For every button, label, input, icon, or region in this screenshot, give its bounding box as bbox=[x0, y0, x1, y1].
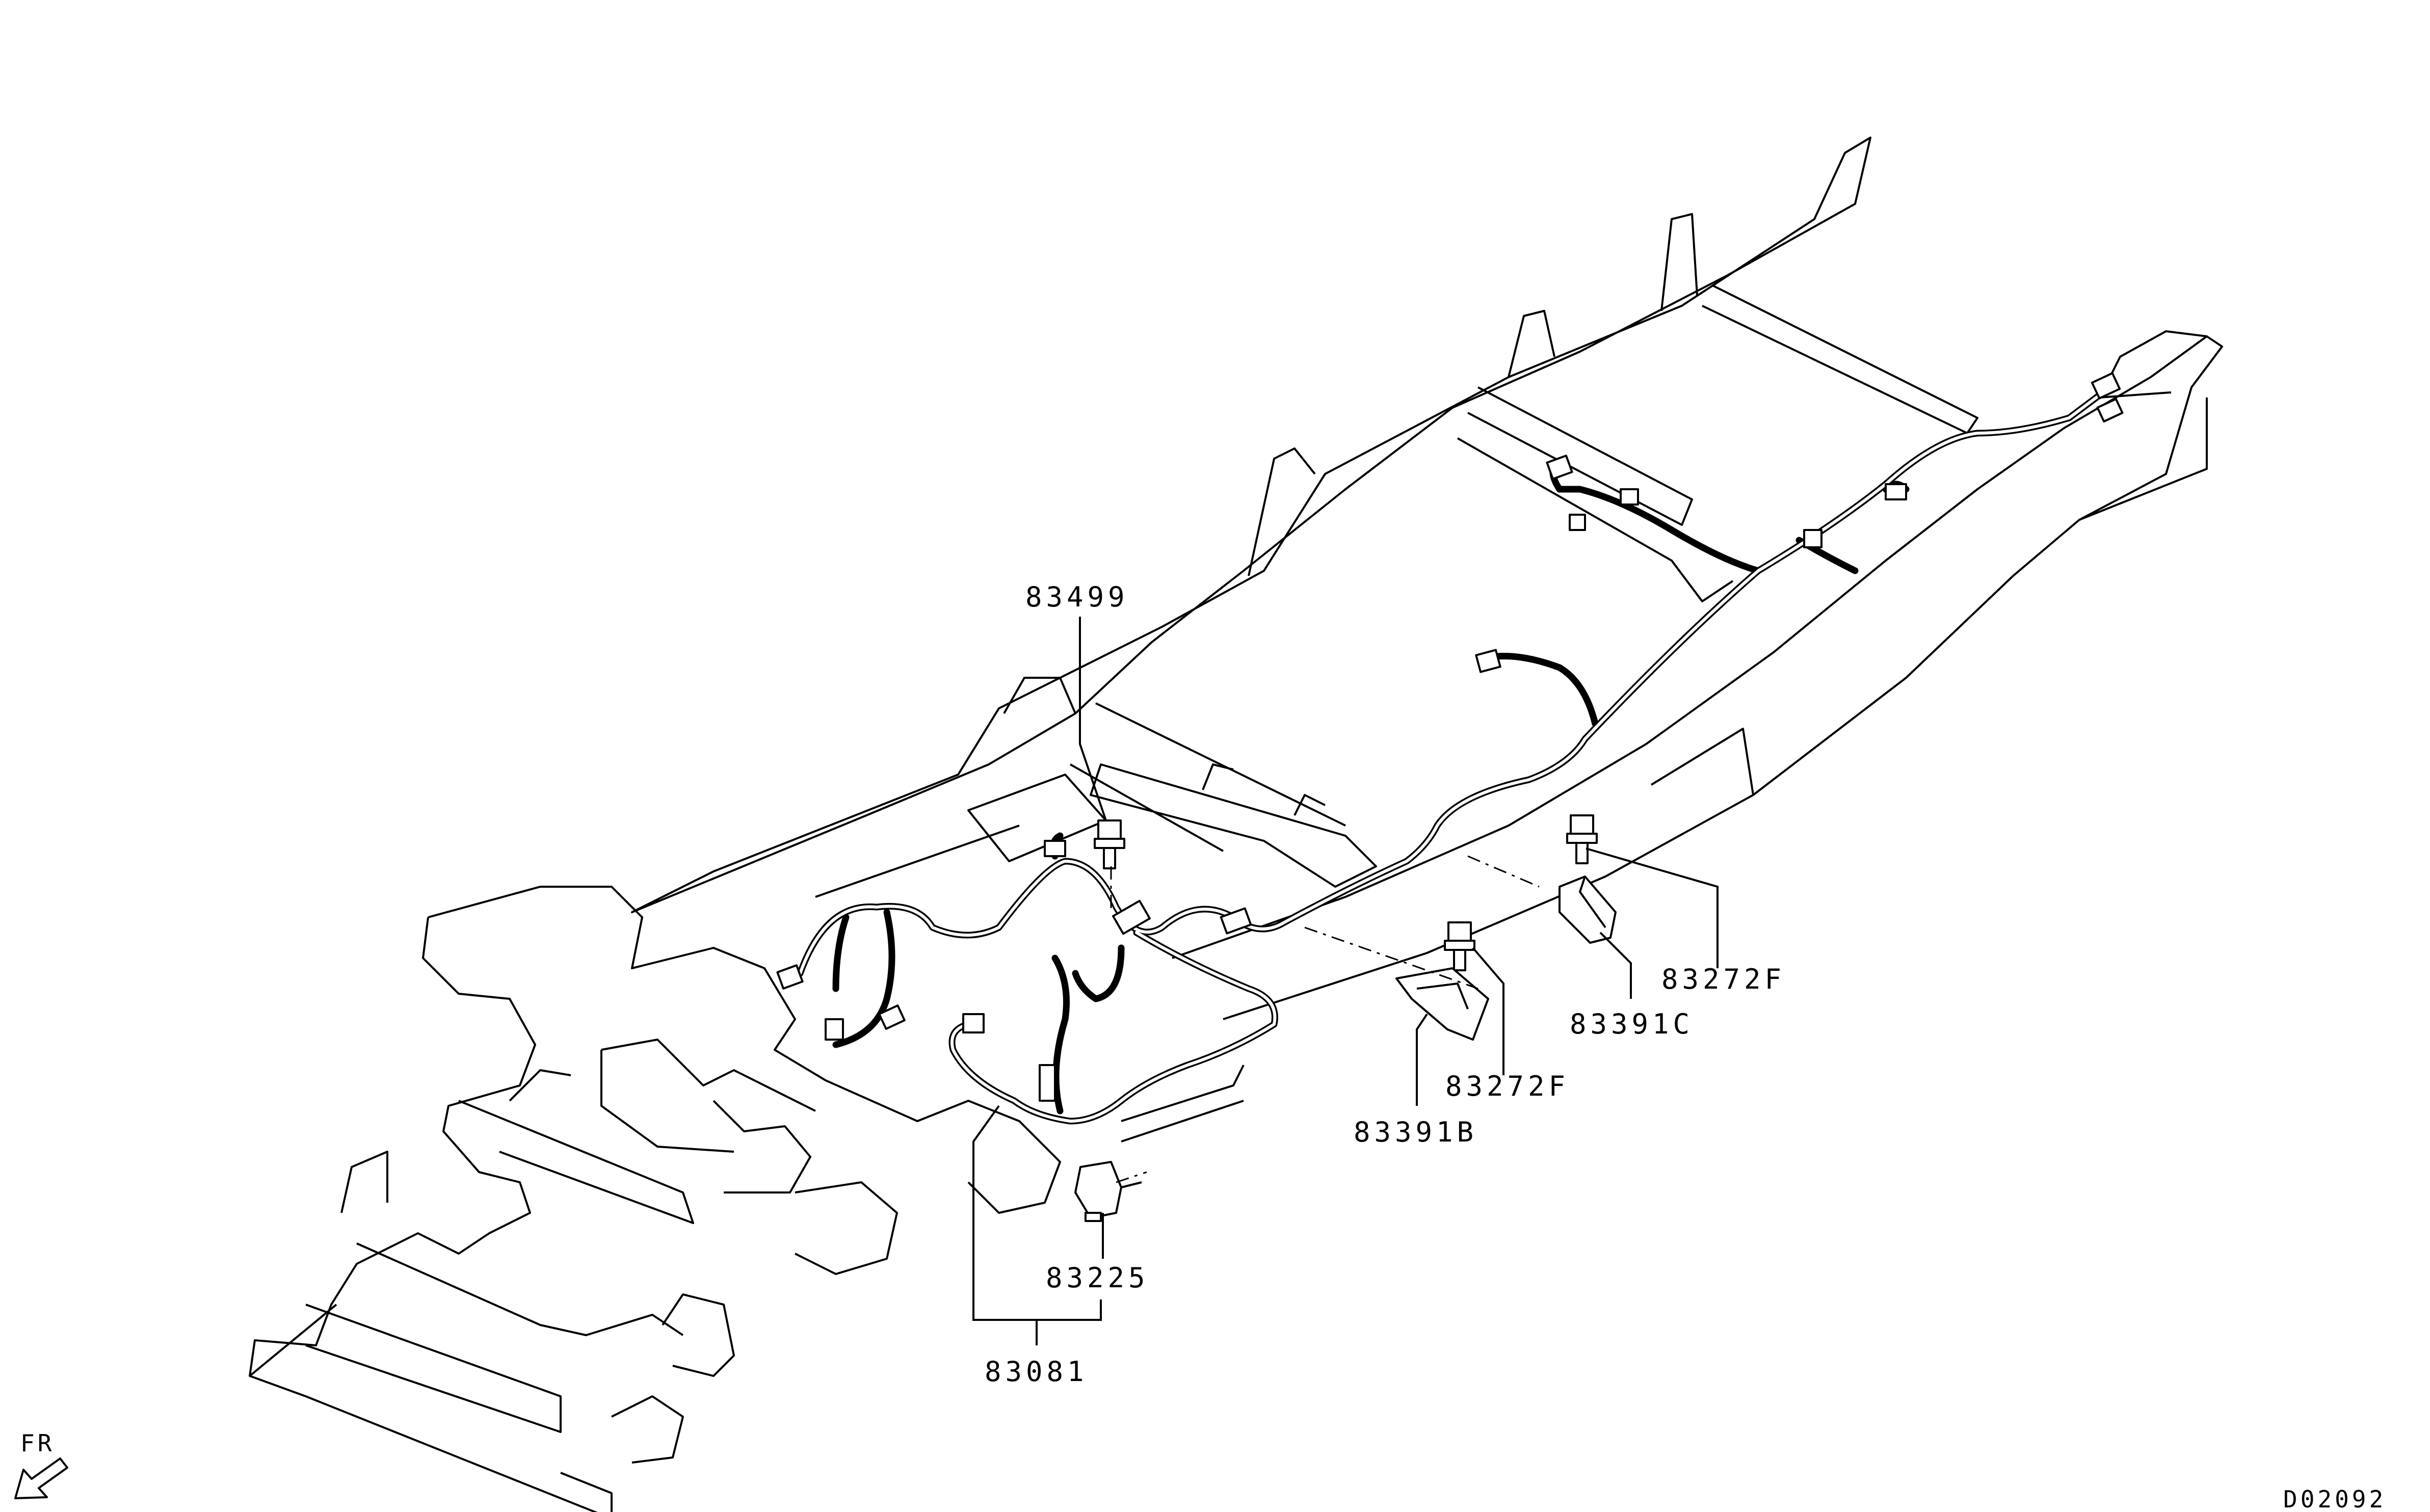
part-83272f-upper-bolt bbox=[1566, 814, 1598, 864]
part-83272f-lower-bolt bbox=[1444, 921, 1475, 971]
part-83391b-bracket bbox=[1395, 967, 1489, 1041]
leader-lines bbox=[972, 617, 1719, 1345]
label-83225: 83225 bbox=[1046, 1262, 1149, 1294]
label-83272f-lower: 83272F bbox=[1445, 1070, 1569, 1102]
wiring-harness bbox=[776, 372, 2124, 1125]
part-83225-clip bbox=[1074, 1161, 1142, 1222]
label-83391c: 83391C bbox=[1570, 1008, 1694, 1040]
part-83499-bolt bbox=[1094, 819, 1125, 869]
front-direction-indicator: FR bbox=[14, 1429, 68, 1499]
front-arrow-icon bbox=[14, 1457, 68, 1499]
part-83391c-bracket bbox=[1559, 876, 1617, 944]
part-labels: 83499 83272F 83391C 83272F 83391B 83225 … bbox=[985, 581, 1785, 1388]
label-83081: 83081 bbox=[985, 1356, 1088, 1388]
drawing-code: D02092 bbox=[2283, 1486, 2386, 1512]
label-83272f-upper: 83272F bbox=[1661, 963, 1785, 995]
direction-label: FR bbox=[20, 1429, 55, 1457]
reference-lines bbox=[1110, 855, 1540, 1183]
label-83499: 83499 bbox=[1025, 581, 1129, 613]
label-83391b: 83391B bbox=[1354, 1116, 1477, 1148]
chassis-frame bbox=[249, 137, 2223, 1512]
